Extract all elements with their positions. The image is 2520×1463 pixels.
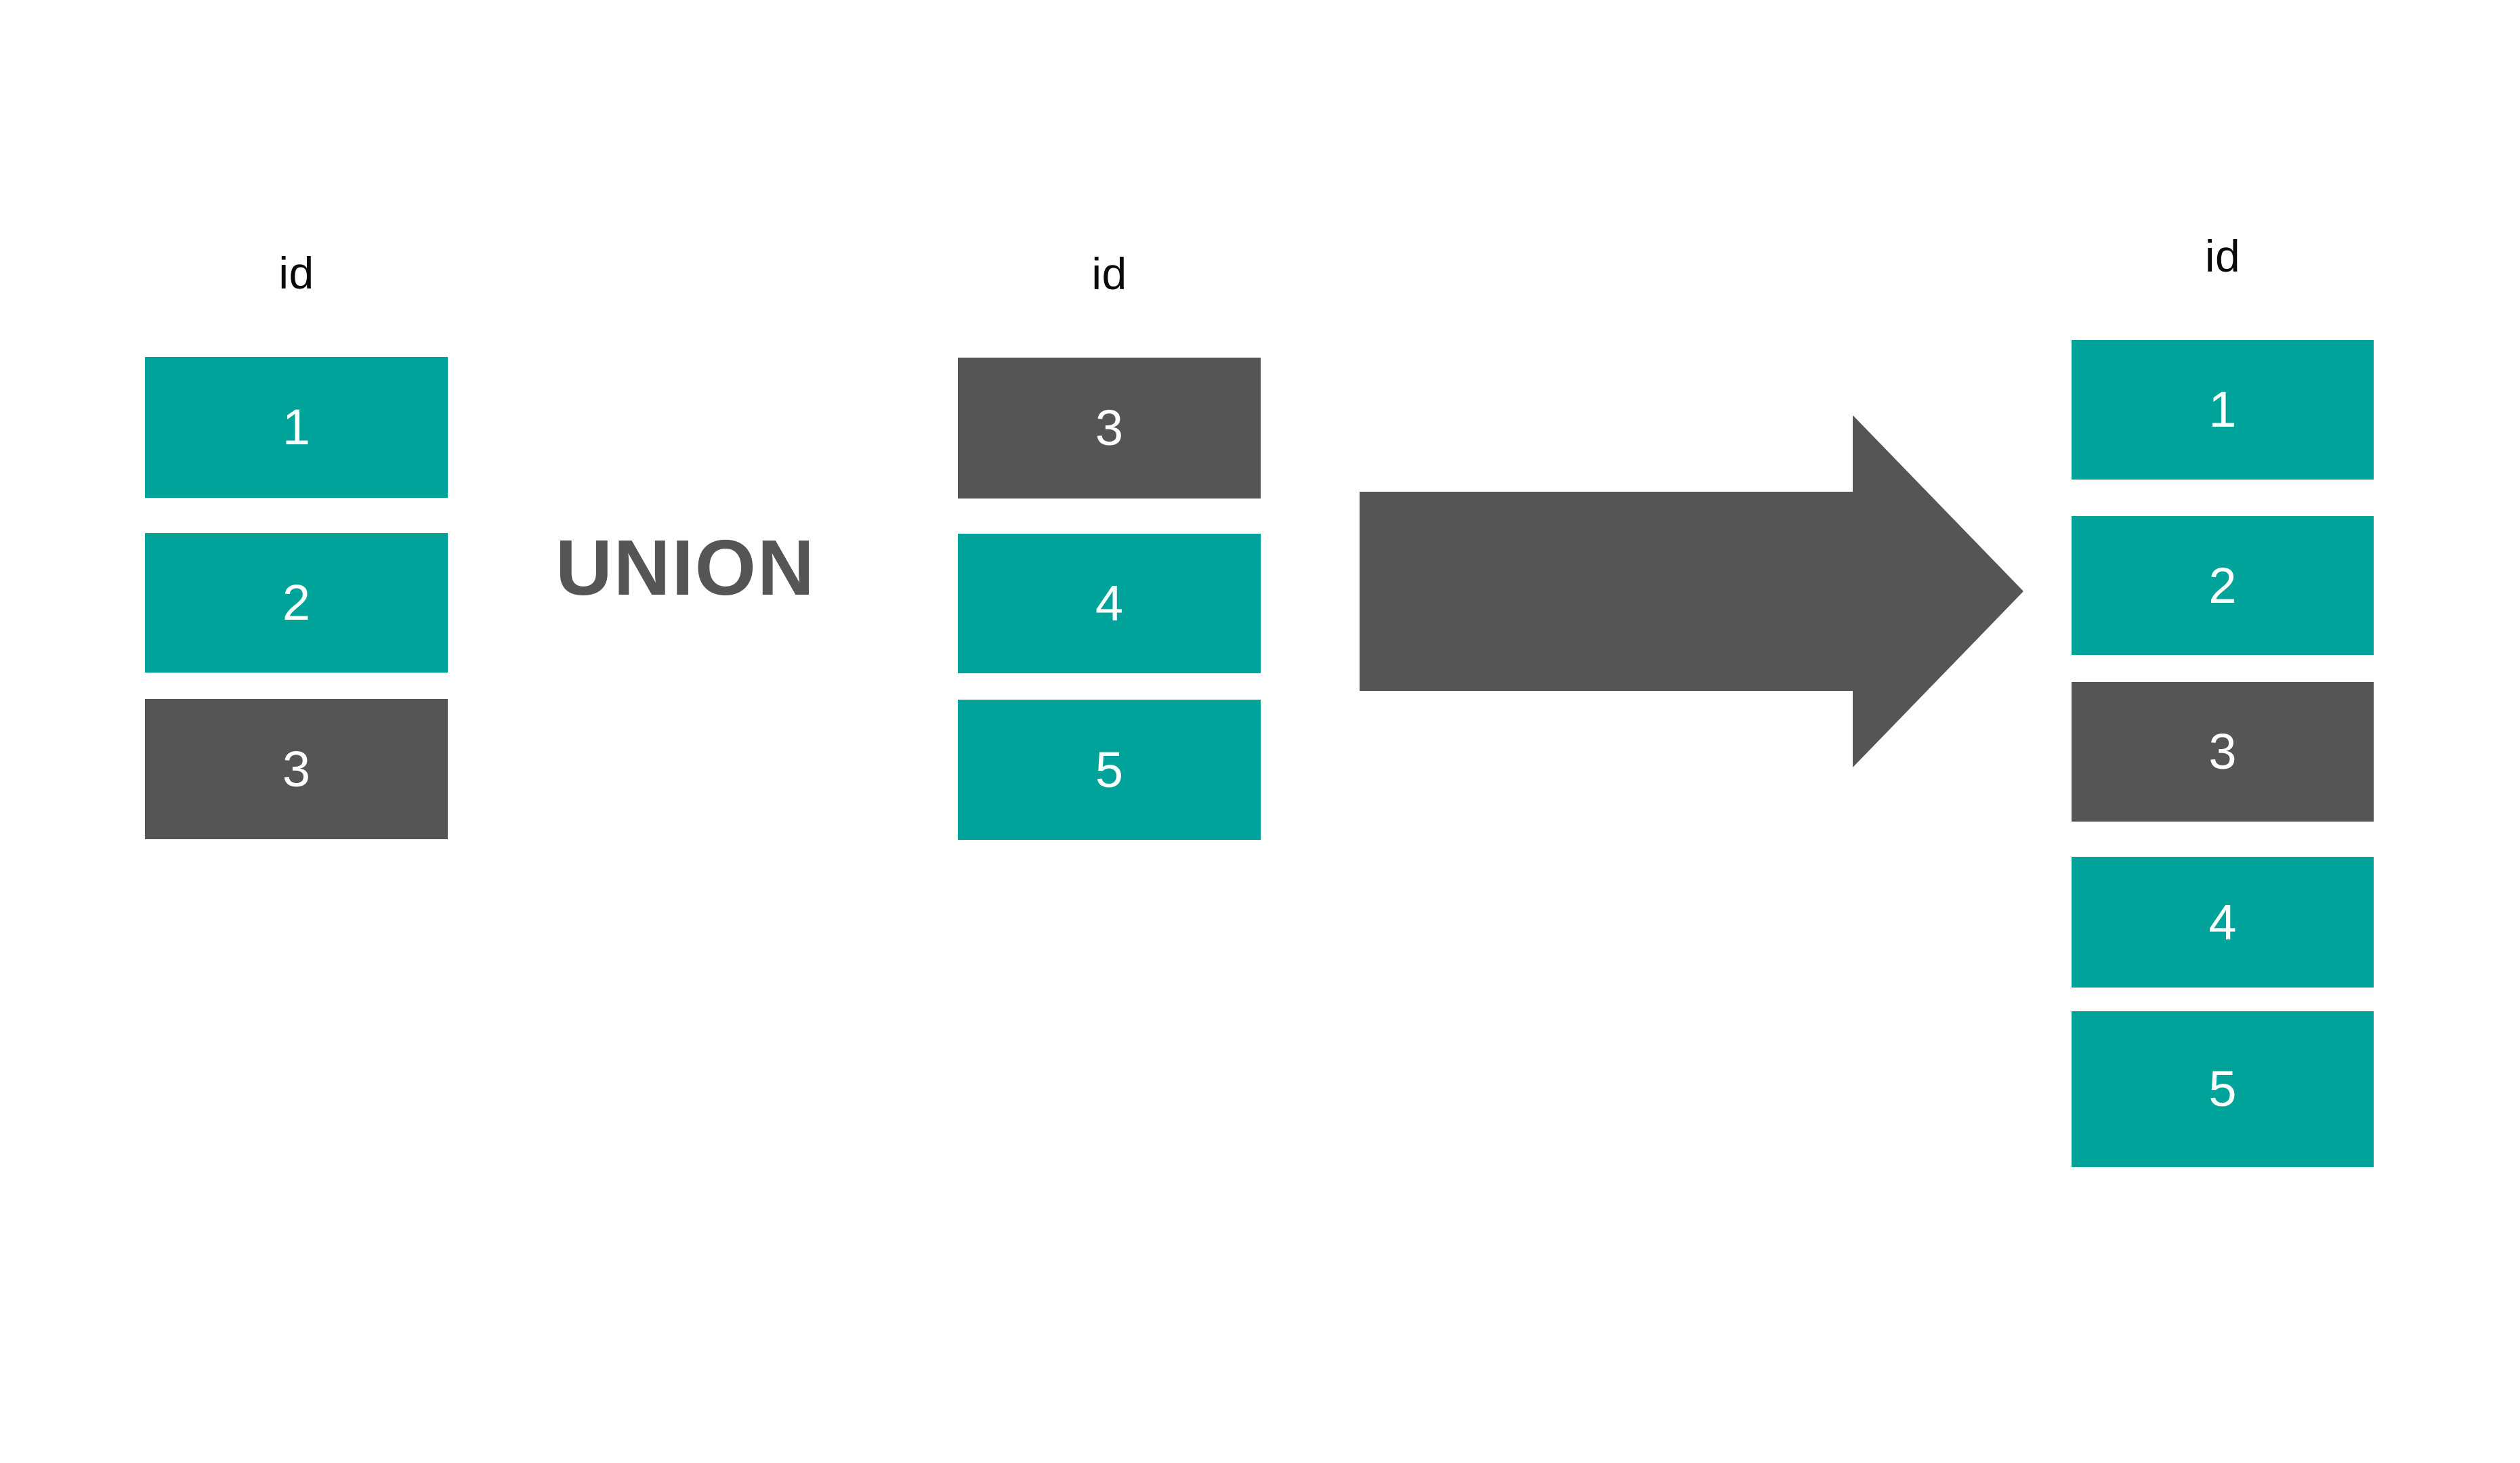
- result-table-cell-2: 2: [2072, 516, 2374, 655]
- right-table-cell-3: 5: [958, 700, 1261, 840]
- result-table-column-header: id: [2204, 231, 2241, 281]
- result-table-cell-4: 4: [2072, 857, 2374, 988]
- right-table-column-header: id: [1091, 249, 1127, 299]
- result-table-cell-5: 5: [2072, 1011, 2374, 1167]
- result-table: id 1 2 3 4 5: [2072, 234, 2374, 1182]
- result-table-cell-1: 1: [2072, 340, 2374, 480]
- right-table-cell-1: 3: [958, 358, 1261, 499]
- right-table: id 3 4 5: [958, 251, 1261, 861]
- arrow-shape: [1360, 415, 2023, 767]
- operation-label: UNION: [555, 524, 816, 612]
- left-table-cell-1: 1: [145, 357, 448, 498]
- left-table: id 1 2 3: [145, 251, 448, 860]
- left-table-cell-2: 2: [145, 533, 448, 673]
- left-table-cell-3: 3: [145, 699, 448, 839]
- result-table-cell-3: 3: [2072, 682, 2374, 822]
- arrow-right-icon: [1360, 415, 2023, 767]
- right-table-cell-2: 4: [958, 534, 1261, 673]
- left-table-column-header: id: [278, 248, 314, 298]
